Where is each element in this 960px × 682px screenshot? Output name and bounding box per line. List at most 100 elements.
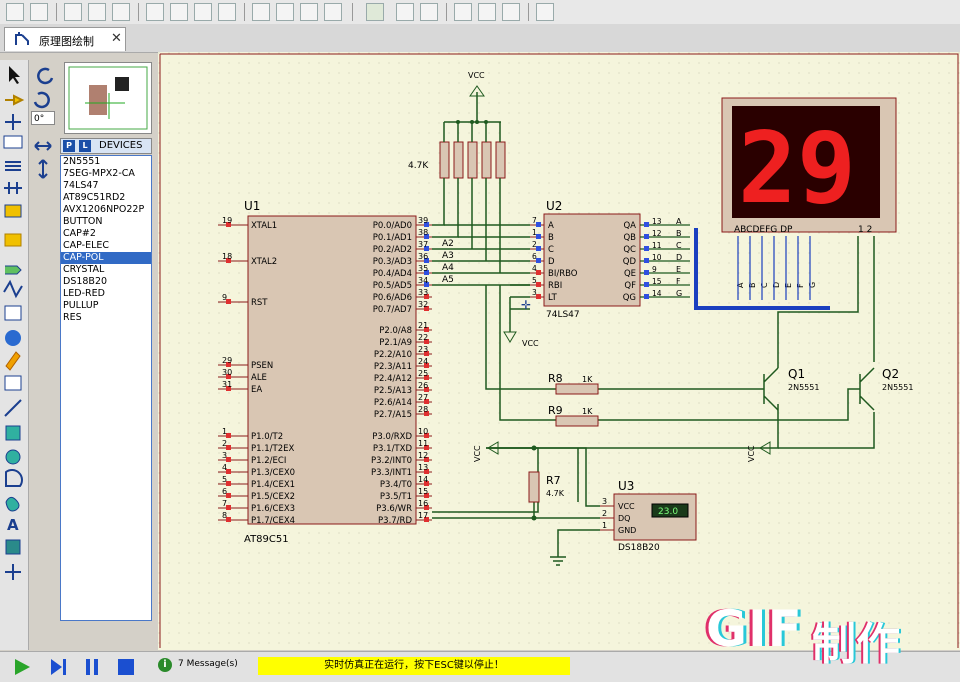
simulation-status-text: 实时仿真正在运行，按下ESC键以停止！ [258,657,570,675]
make-device-icon[interactable] [300,3,318,21]
toolbar-separator [138,3,139,21]
u1-pin-number: 22 [418,333,428,342]
u1-pin-state [424,270,429,275]
library-manager-button[interactable]: L [79,140,91,152]
u1-pin-state [424,327,429,332]
step-icon[interactable] [48,657,68,677]
toolbar-separator [352,3,353,21]
u2-pin-number: 3 [532,288,537,297]
copy-icon[interactable] [88,3,106,21]
mirror-y-icon [38,159,48,179]
circle-icon [5,449,21,465]
device-item[interactable]: 74LS47 [63,180,99,191]
tab-schematic-capture[interactable]: 原理图绘制 ✕ [4,27,126,51]
u1-pin-name: P3.4/T0 [380,480,412,490]
device-item[interactable]: RES [63,312,82,323]
block-move-icon[interactable] [170,3,188,21]
device-item[interactable]: 2N5551 [63,156,101,167]
device-item[interactable]: CAP#2 [63,228,96,239]
device-item[interactable]: PULLUP [63,300,99,311]
u1-pin-name: EA [251,385,262,395]
u1-pin-state [424,445,429,450]
device-item[interactable]: 7SEG-MPX2-CA [63,168,135,179]
play-icon[interactable] [12,657,32,677]
bill-of-materials-icon[interactable] [536,3,554,21]
bus-net-label: E [784,283,793,288]
u2-pin-name: QC [623,245,636,255]
tools-icon[interactable] [420,3,438,21]
u3-pin-number: 1 [602,521,607,530]
u3-part: DS18B20 [618,543,660,553]
u3-pin-number: 2 [602,509,607,518]
toolbar-separator [446,3,447,21]
u2-pin-name: B [548,233,554,243]
device-item[interactable]: AVX1206NPO22P [63,204,145,215]
pause-icon[interactable] [82,657,102,677]
rotation-angle-field[interactable]: 0° [31,111,55,125]
display-digit-label: 1 2 [858,225,872,235]
arc-icon [5,469,23,487]
u1-pin-state [226,299,231,304]
u2-pin-name: A [548,221,554,231]
u1-pin-name: P0.3/AD3 [373,257,412,267]
u1-pin-number: 37 [418,240,428,249]
u1-pin-number: 35 [418,264,428,273]
u2-ref: U2 [546,199,562,213]
packaging-icon[interactable] [324,3,342,21]
device-item[interactable]: CRYSTAL [63,264,105,275]
device-item[interactable]: AT89C51RD2 [63,192,126,203]
u2-net-label: D [676,253,682,262]
u2-pin-state [644,294,649,299]
device-item[interactable]: CAP-POL [61,252,151,264]
pick-device-icon[interactable] [276,3,294,21]
u1-pin-name: P0.6/AD6 [373,293,412,303]
u1-left-pins: 19XTAL118XTAL29RST29PSEN30ALE31EA1P1.0/T… [218,216,295,526]
terminal-icon [4,233,22,247]
u1-pin-name: P2.4/A12 [374,374,412,384]
paste-icon[interactable] [112,3,130,21]
junction-dot-icon [5,114,21,130]
cut-icon[interactable] [64,3,82,21]
u2-pin-state [644,234,649,239]
info-icon[interactable]: i [158,658,172,672]
exit-sheet-icon[interactable] [502,3,520,21]
device-item[interactable]: BUTTON [63,216,103,227]
path-icon [5,496,20,512]
overview-preview[interactable] [64,62,152,134]
u2-vcc: VCC [522,339,539,348]
watermark-text: 制作 [812,619,900,670]
close-icon[interactable]: ✕ [111,31,122,46]
u2-net-label: C [676,241,682,250]
block-delete-icon[interactable] [218,3,236,21]
u2-pin-state [536,294,541,299]
u1-pin-state [424,339,429,344]
block-copy-icon[interactable] [146,3,164,21]
new-sheet-icon[interactable] [454,3,472,21]
redo-icon[interactable] [30,3,48,21]
u1-pin-name: P1.5/CEX2 [251,492,295,502]
device-item[interactable]: DS18B20 [63,276,108,287]
block-rotate-icon[interactable] [194,3,212,21]
undo-icon[interactable] [6,3,24,21]
remove-sheet-icon[interactable] [478,3,496,21]
search-icon[interactable] [396,3,414,21]
pick-devices-button[interactable]: P [63,140,75,152]
message-count[interactable]: 7 Message(s) [178,659,238,669]
u1-pin-number: 21 [418,321,428,330]
u1-pin-name: P2.2/A10 [374,350,412,360]
device-item[interactable]: LED-RED [63,288,105,299]
p0-wires [432,178,556,421]
u1-pin-number: 30 [222,368,232,377]
netlist-icon[interactable] [366,3,384,21]
u2-pin-number: 12 [652,229,662,238]
stop-icon[interactable] [116,657,136,677]
u1-part: AT89C51 [244,534,289,545]
u2-pin-name: D [548,257,555,267]
u1-pin-name: P2.7/A15 [374,410,412,420]
schematic-sheet[interactable]: U1 AT89C51 19XTAL118XTAL29RST29PSEN30ALE… [158,52,960,650]
zoom-icon[interactable] [252,3,270,21]
device-item[interactable]: CAP-ELEC [63,240,110,251]
